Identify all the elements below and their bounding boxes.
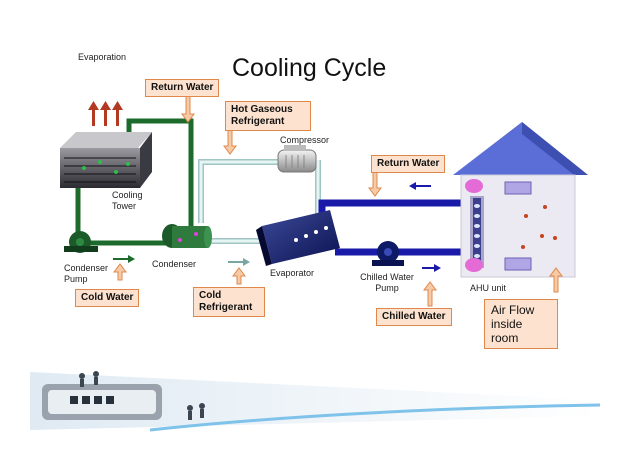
callout-cold-water: Cold Water	[75, 289, 140, 307]
evaporation-label: Evaporation	[78, 52, 127, 62]
flow-arrow-chilled-water	[422, 264, 441, 272]
callout-return-water-top: Return Water	[145, 79, 220, 97]
cooling-tower	[60, 132, 152, 188]
chilled-water-pump	[372, 241, 404, 266]
flow-arrow-cold-water	[113, 255, 135, 263]
condenser-pump	[64, 231, 98, 253]
evaporator-label: Evaporator	[270, 268, 315, 278]
flow-arrow-return-water	[409, 182, 431, 190]
condenser-label: Condenser	[152, 259, 197, 269]
flow-arrow-cold-refrigerant	[228, 258, 250, 266]
ahu-unit-label: AHU unit	[470, 283, 507, 293]
chilled-water-pump-label: Chilled Water Pump	[360, 272, 414, 293]
heat-arrows	[88, 101, 123, 126]
compressor-label: Compressor	[280, 135, 330, 145]
compressor	[277, 145, 317, 173]
callout-return-water-right: Return Water	[371, 155, 446, 173]
bottom-banner	[30, 371, 601, 432]
callout-hot-gaseous-refrigerant: Hot Gaseous Refrigerant	[225, 101, 311, 131]
callout-cold-refrigerant: Cold Refrigerant	[193, 287, 265, 317]
condenser-pump-label: Condenser Pump	[64, 263, 109, 284]
callout-air-flow: Air Flow inside room	[484, 299, 558, 349]
evaporator	[256, 210, 340, 266]
callout-chilled-water: Chilled Water	[376, 308, 452, 326]
diagram-title: Cooling Cycle	[232, 54, 387, 82]
condenser	[162, 224, 212, 248]
cooling-tower-label: Cooling Tower	[112, 190, 143, 211]
condenser-water-loop	[75, 118, 194, 246]
ahu-house	[453, 122, 588, 278]
callout-arrows	[113, 95, 563, 307]
